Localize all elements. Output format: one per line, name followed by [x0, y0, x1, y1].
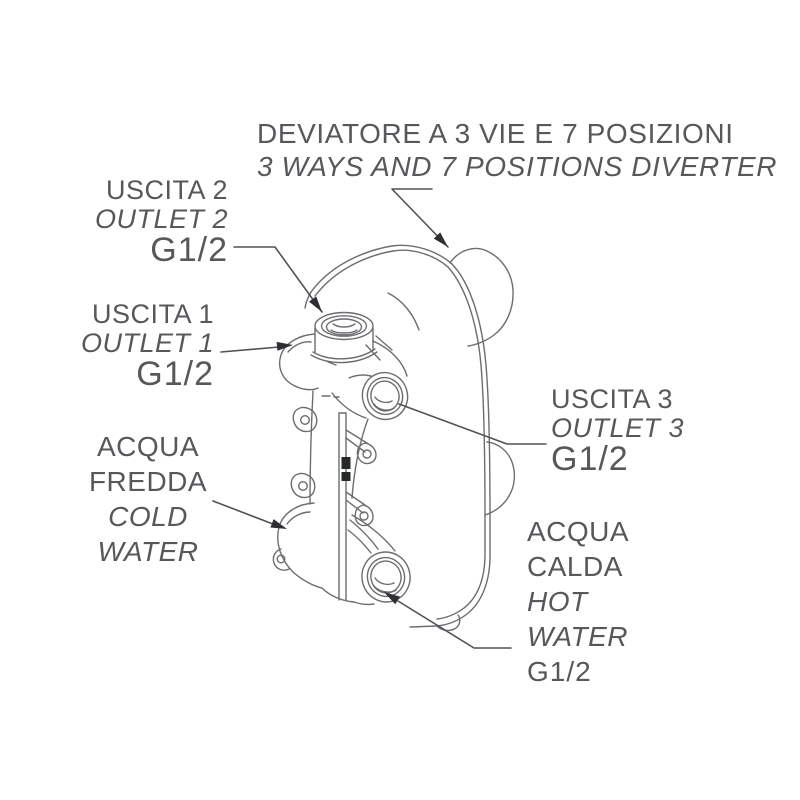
barcode-sticker [341, 457, 351, 469]
title-english: 3 WAYS AND 7 POSITIONS DIVERTER [257, 151, 778, 182]
front-port-outlet3 [331, 335, 409, 421]
outlet2-name-en: OUTLET 2 [94, 204, 228, 234]
backplate [304, 244, 491, 632]
arrowhead [384, 592, 400, 605]
top-port-outlet2 [314, 311, 374, 341]
diverter-cartridge-boss [449, 247, 514, 347]
leader-cold-water [212, 500, 287, 529]
outlet2-name-it: USCITA 2 [105, 175, 228, 205]
leader-outlet2 [233, 246, 323, 313]
mounting-rail [338, 412, 377, 601]
outlet1-name-it: USCITA 1 [91, 299, 214, 329]
cold-water-it-2: FREDDA [88, 466, 208, 497]
leader-diverter [391, 188, 449, 248]
leader-lines [212, 188, 547, 649]
leader-outlet1 [220, 341, 293, 353]
cold-water-en-2: WATER [97, 536, 199, 567]
hot-water-it-2: CALDA [527, 551, 623, 582]
bottom-port-hot [347, 514, 411, 606]
outlet2-thread-size: G1/2 [150, 231, 228, 269]
side-boss [484, 441, 516, 516]
outlet3-thread-size: G1/2 [551, 440, 629, 478]
label-outlet3: USCITA 3 OUTLET 3 G1/2 [551, 384, 685, 478]
cold-water-en-1: COLD [108, 501, 188, 532]
outlet3-name-it: USCITA 3 [551, 384, 674, 414]
valve-body [272, 327, 378, 603]
label-hot-water: ACQUA CALDA HOT WATER G1/2 [527, 514, 629, 689]
hot-water-it-1: ACQUA [527, 516, 630, 547]
outlet1-name-en: OUTLET 1 [80, 328, 214, 358]
leader-hot-water [384, 592, 512, 649]
hot-water-en-1: HOT [527, 586, 588, 617]
arrowhead [309, 296, 322, 312]
label-cold-water: ACQUA FREDDA COLD WATER [58, 429, 238, 569]
hot-water-thread-size: G1/2 [527, 656, 592, 687]
title-italian: DEVIATORE A 3 VIE E 7 POSIZIONI [257, 118, 734, 149]
leader-outlet3 [398, 403, 547, 445]
label-outlet2: USCITA 2 OUTLET 2 G1/2 [48, 175, 228, 269]
label-outlet1: USCITA 1 OUTLET 1 G1/2 [34, 299, 214, 393]
arrowhead [433, 232, 448, 247]
arrowhead [276, 341, 293, 351]
arrowhead [270, 519, 287, 529]
hot-water-en-2: WATER [527, 621, 629, 652]
cold-water-it-1: ACQUA [96, 431, 200, 462]
diagram-title: DEVIATORE A 3 VIE E 7 POSIZIONI 3 WAYS A… [257, 117, 777, 183]
outlet3-name-en: OUTLET 3 [551, 413, 685, 443]
outlet1-thread-size: G1/2 [136, 355, 214, 393]
